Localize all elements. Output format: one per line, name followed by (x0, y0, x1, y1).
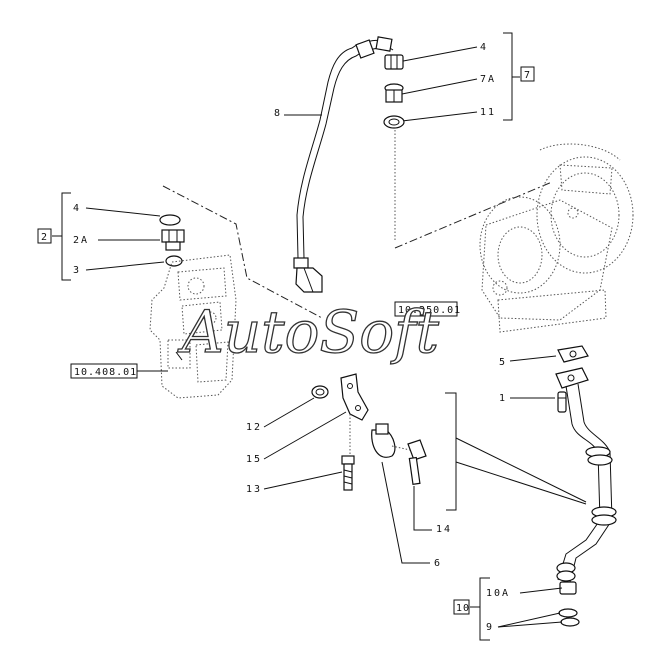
screw-1 (557, 391, 567, 413)
ref-10250-label: 10.250.01 (398, 305, 461, 316)
leader-7a (401, 78, 478, 95)
leader-3-left (85, 261, 165, 271)
callout-7a: 7A (480, 74, 496, 85)
callout-3-left: 3 (73, 265, 81, 276)
leader-12 (263, 397, 315, 428)
callout-4-top: 4 (480, 42, 488, 53)
callout-4-left: 4 (73, 203, 81, 214)
leader-9b (497, 621, 563, 628)
fitting-nut-top (384, 54, 404, 70)
adapter-2a (161, 229, 185, 251)
turbocharger (479, 143, 634, 333)
group-10-box (453, 599, 470, 615)
leader-11-top (401, 111, 478, 122)
bracket-15 (340, 373, 369, 421)
gasket-5 (557, 345, 589, 363)
leader-6 (381, 461, 430, 564)
orings-9 (558, 608, 580, 627)
callout-13: 13 (246, 484, 262, 495)
callout-8: 8 (274, 108, 282, 119)
leader-5 (509, 355, 557, 362)
leader-4-left (85, 207, 161, 217)
oring-3-left (165, 255, 183, 267)
pointer-line-1 (455, 437, 587, 503)
oil-pipe-8 (293, 36, 394, 293)
callout-2a: 2A (73, 235, 89, 246)
washer-11-top (383, 115, 405, 129)
clamp-6 (371, 423, 396, 458)
callout-6: 6 (434, 558, 442, 569)
bolt-13 (341, 455, 355, 491)
engine-block (149, 254, 237, 399)
dotted-axis-clamp (391, 445, 411, 451)
callout-1: 1 (499, 393, 507, 404)
group-2-box (37, 228, 52, 244)
ref-box-10250 (394, 301, 458, 317)
flange-10a-top (555, 367, 589, 389)
callout-12: 12 (246, 422, 262, 433)
fitting-7a (384, 83, 404, 103)
callout-14: 14 (436, 524, 452, 535)
bracket-group-2 (61, 192, 71, 281)
washer-11-hole (388, 118, 400, 126)
bolt-14 (407, 439, 427, 485)
leader-4-top (397, 46, 478, 63)
connector-turbo-pipe (394, 181, 553, 249)
ref-10408-label: 10.408.01 (74, 367, 137, 378)
callout-5: 5 (499, 357, 507, 368)
watermark-logo: AutoSoft (177, 298, 440, 366)
group-7-label: 7 (524, 70, 531, 81)
leader-15 (263, 411, 347, 460)
callout-15: 15 (246, 454, 262, 465)
leader-9a (497, 612, 561, 628)
bracket-group-7 (503, 32, 513, 121)
group-2-label: 2 (41, 232, 48, 243)
drain-pipe-10a (556, 383, 617, 595)
pointer-line-2 (455, 461, 587, 505)
washer-4-left (159, 214, 181, 226)
bracket-group-10 (479, 577, 490, 641)
pointer-bracket-right (445, 392, 457, 511)
callout-9: 9 (486, 622, 494, 633)
callout-11-top: 11 (480, 107, 496, 118)
connector-left-block (162, 185, 323, 319)
group-10-label: 10 (456, 603, 470, 614)
leader-14 (413, 486, 432, 531)
leader-13 (263, 471, 343, 490)
leader-10a (519, 587, 563, 594)
nut-12 (311, 385, 329, 399)
callout-10a: 10A (486, 588, 510, 599)
group-7-box (520, 66, 535, 82)
